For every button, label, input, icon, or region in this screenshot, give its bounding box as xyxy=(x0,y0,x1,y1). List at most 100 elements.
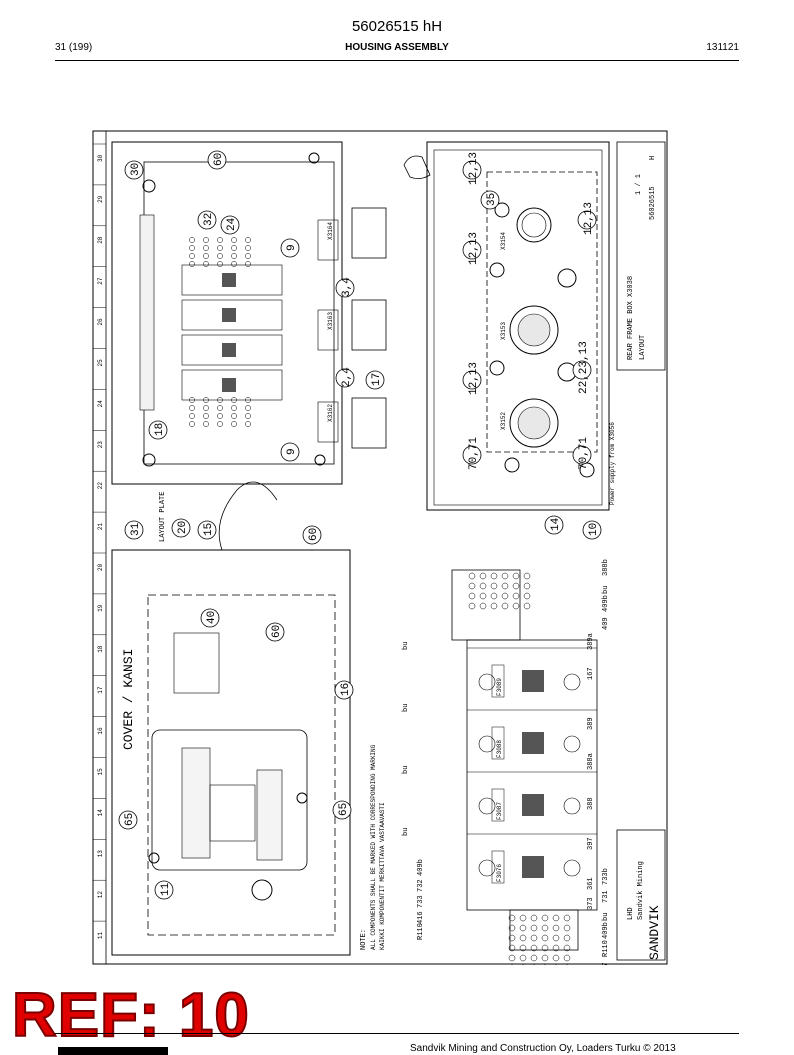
section-title: HOUSING ASSEMBLY xyxy=(345,42,449,53)
terminal-screw xyxy=(231,421,237,427)
callout-number: 12,13 xyxy=(468,362,480,395)
terminal-screw xyxy=(203,397,209,403)
terminal-screw xyxy=(217,413,223,419)
ruler-number: 30 xyxy=(97,154,104,162)
callout-bubble xyxy=(582,520,602,540)
callout-bubble xyxy=(335,368,355,388)
terminal-grid xyxy=(468,572,571,965)
terminal-screw xyxy=(523,572,531,580)
callout-number: 10 xyxy=(588,523,600,536)
footer-logo xyxy=(58,1047,168,1055)
callout-number: 60 xyxy=(308,528,320,541)
page-header: 31 (199) HOUSING ASSEMBLY 131121 xyxy=(55,42,739,56)
terminal-screw xyxy=(468,602,476,610)
terminal-screw xyxy=(552,954,560,962)
terminal-screw xyxy=(203,413,209,419)
terminal-screw xyxy=(512,602,520,610)
callout-number: 12,13 xyxy=(468,232,480,265)
callout-number: 65 xyxy=(124,813,136,826)
screw xyxy=(504,457,520,473)
terminal-screw xyxy=(231,245,237,251)
fuse-label: F3087 xyxy=(496,802,503,820)
terminal-screw xyxy=(501,592,509,600)
callout-number: 24 xyxy=(226,217,238,231)
header-rule xyxy=(55,60,739,61)
footer-rule xyxy=(55,1033,739,1034)
fuse-hole xyxy=(563,735,581,753)
wire-number: 389a xyxy=(587,633,595,650)
cover-label: COVER / KANSI xyxy=(121,649,136,750)
terminal-screw xyxy=(217,421,223,427)
callout-number: 12,13 xyxy=(468,152,480,185)
terminal-screw xyxy=(468,592,476,600)
drawing-labels: COVER / KANSI LAYOUT PLATE NOTE: ALL COM… xyxy=(121,156,662,960)
terminal-screw xyxy=(189,261,195,267)
callout-number: 40 xyxy=(206,611,218,624)
title-block xyxy=(616,141,666,371)
terminal-screw xyxy=(189,245,195,251)
terminal-screw xyxy=(217,405,223,411)
callout-bubble xyxy=(462,445,482,465)
drawing-svg: 3029282726252423222120191817161514131211… xyxy=(92,130,668,965)
title-block-company: Sandvik Mining xyxy=(637,861,645,920)
terminal-screw xyxy=(217,261,223,267)
screw xyxy=(557,268,577,288)
callout-bubble xyxy=(154,880,174,900)
callout-bubble xyxy=(462,370,482,390)
mounting-hole xyxy=(142,179,156,193)
terminal-screw xyxy=(189,253,195,259)
callout-bubble xyxy=(280,442,300,462)
wire-number: 389 xyxy=(587,717,595,730)
relay-unit xyxy=(181,369,283,401)
terminal-screw xyxy=(203,245,209,251)
wire-number: 397 xyxy=(587,837,595,850)
ruler-number: 18 xyxy=(97,645,104,653)
terminal-screw xyxy=(512,592,520,600)
terminal-screw xyxy=(231,397,237,403)
rear-frame-box xyxy=(426,141,610,511)
terminal-screw xyxy=(552,914,560,922)
fuse-label-box xyxy=(491,726,505,760)
terminal-screw xyxy=(530,944,538,952)
terminal-screw xyxy=(189,397,195,403)
callout-number: 11 xyxy=(160,882,172,896)
title-block-product: LHD xyxy=(627,907,635,920)
terminal-screw xyxy=(563,914,571,922)
ruler-number: 28 xyxy=(97,236,104,244)
footer-copyright: Sandvik Mining and Construction Oy, Load… xyxy=(410,1043,676,1054)
terminal-screw xyxy=(541,914,549,922)
connector-x3153-pins xyxy=(517,313,551,347)
fuse-label-box xyxy=(491,788,505,822)
terminal-screw xyxy=(508,914,516,922)
callout-number: 9 xyxy=(286,244,298,251)
relay-indicator xyxy=(222,378,236,392)
layout-plate-panel xyxy=(111,141,343,485)
ruler-number: 24 xyxy=(97,400,104,408)
terminal-screw xyxy=(490,602,498,610)
ecu-labels-box xyxy=(209,784,256,842)
terminal-screw xyxy=(231,253,237,259)
callout-number: 65 xyxy=(338,803,350,816)
terminal-screw xyxy=(479,582,487,590)
terminal-screw xyxy=(530,934,538,942)
terminal-screw xyxy=(519,954,527,962)
terminal-screw xyxy=(530,924,538,932)
cover-hole xyxy=(251,879,273,901)
callout-bubble xyxy=(280,238,300,258)
fuse-indicator xyxy=(522,670,544,692)
terminal-screw xyxy=(245,421,251,427)
callout-number: 60 xyxy=(271,625,283,638)
terminal-screw xyxy=(203,261,209,267)
terminal-label: bu xyxy=(602,913,610,921)
relay-indicator xyxy=(222,308,236,322)
callout-bubble xyxy=(480,190,500,210)
callout-number: 22,23,13 xyxy=(578,341,590,394)
callout-bubble xyxy=(572,445,592,465)
callout-bubble xyxy=(220,215,240,235)
screw xyxy=(489,262,505,278)
terminal-screw xyxy=(519,914,527,922)
ecu-module xyxy=(151,729,308,871)
